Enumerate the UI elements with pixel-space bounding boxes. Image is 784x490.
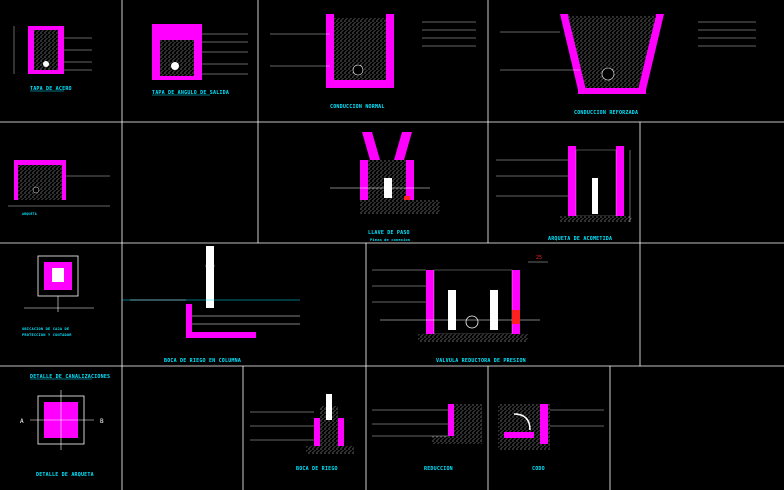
caption-llave-paso: LLAVE DE PASO — [368, 230, 410, 236]
caption-reduccion: REDUCCION — [424, 466, 453, 472]
caption-boca-riego: BOCA DE RIEGO — [296, 466, 338, 472]
svg-text:ARQUETA: ARQUETA — [22, 212, 37, 216]
panel-tapa-acero: TAPA DE ACERO — [13, 26, 92, 92]
dimension-25: 25 — [536, 255, 542, 261]
panel-arqueta-acometida: ARQUETA DE ACOMETIDA — [496, 146, 632, 242]
caption-boca-riego-columna: BOCA DE RIEGO EN COLUMNA — [164, 358, 241, 364]
panel-reduccion: REDUCCION — [372, 404, 482, 472]
panel-boca-riego: BOCA DE RIEGO — [250, 394, 354, 472]
caption-codo: CODO — [532, 466, 545, 472]
caption-valvula-reductora: VALVULA REDUCTORA DE PRESION — [436, 358, 526, 364]
table-dimensions-reforzada — [698, 21, 756, 47]
caption-conduccion-normal: CONDUCCION NORMAL — [330, 104, 385, 110]
panel-conduccion-normal: CONDUCCION NORMAL — [270, 14, 476, 110]
section-marker-a: A — [20, 418, 24, 425]
caption-detalle-canalizaciones: DETALLE DE CANALIZACIONES — [30, 374, 110, 380]
panel-conduccion-reforzada: CONDUCCION REFORZADA — [500, 14, 756, 116]
caption-detalle-arqueta: DETALLE DE ARQUETA — [36, 472, 94, 478]
caption-tapa-acero: TAPA DE ACERO — [30, 86, 72, 92]
table-dimensions-normal — [422, 21, 476, 47]
svg-text:UBICACION DE CAJA DE: UBICACION DE CAJA DE — [22, 327, 69, 331]
panel-valvula-reductora: 25 VALVULA REDUCTORA DE PRESION — [372, 255, 548, 364]
caption-arqueta-acometida: ARQUETA DE ACOMETIDA — [548, 236, 612, 242]
panel-detalle-canalizaciones: DETALLE DE CANALIZACIONES A B DETALLE DE… — [20, 374, 110, 478]
panel-llave-paso: LLAVE DE PASO Pieza de conexion — [330, 132, 440, 242]
svg-text:PROTECCION Y CONTADOR: PROTECCION Y CONTADOR — [22, 333, 72, 337]
section-marker-b: B — [100, 418, 104, 425]
caption-conduccion-reforzada: CONDUCCION REFORZADA — [574, 110, 638, 116]
panel-arqueta-detalle: ARQUETA — [8, 160, 110, 216]
panel-codo: CODO — [498, 404, 604, 472]
panel-tapa-angulo: TAPA DE ANGULO DE SALIDA — [152, 24, 248, 96]
caption-tapa-angulo: TAPA DE ANGULO DE SALIDA — [152, 90, 229, 96]
caption-llave-paso-sub: Pieza de conexion — [370, 238, 410, 242]
panel-boca-riego-columna: BOCA DE RIEGO EN COLUMNA — [122, 246, 300, 364]
panel-contador: UBICACION DE CAJA DE PROTECCION Y CONTAD… — [22, 255, 94, 337]
